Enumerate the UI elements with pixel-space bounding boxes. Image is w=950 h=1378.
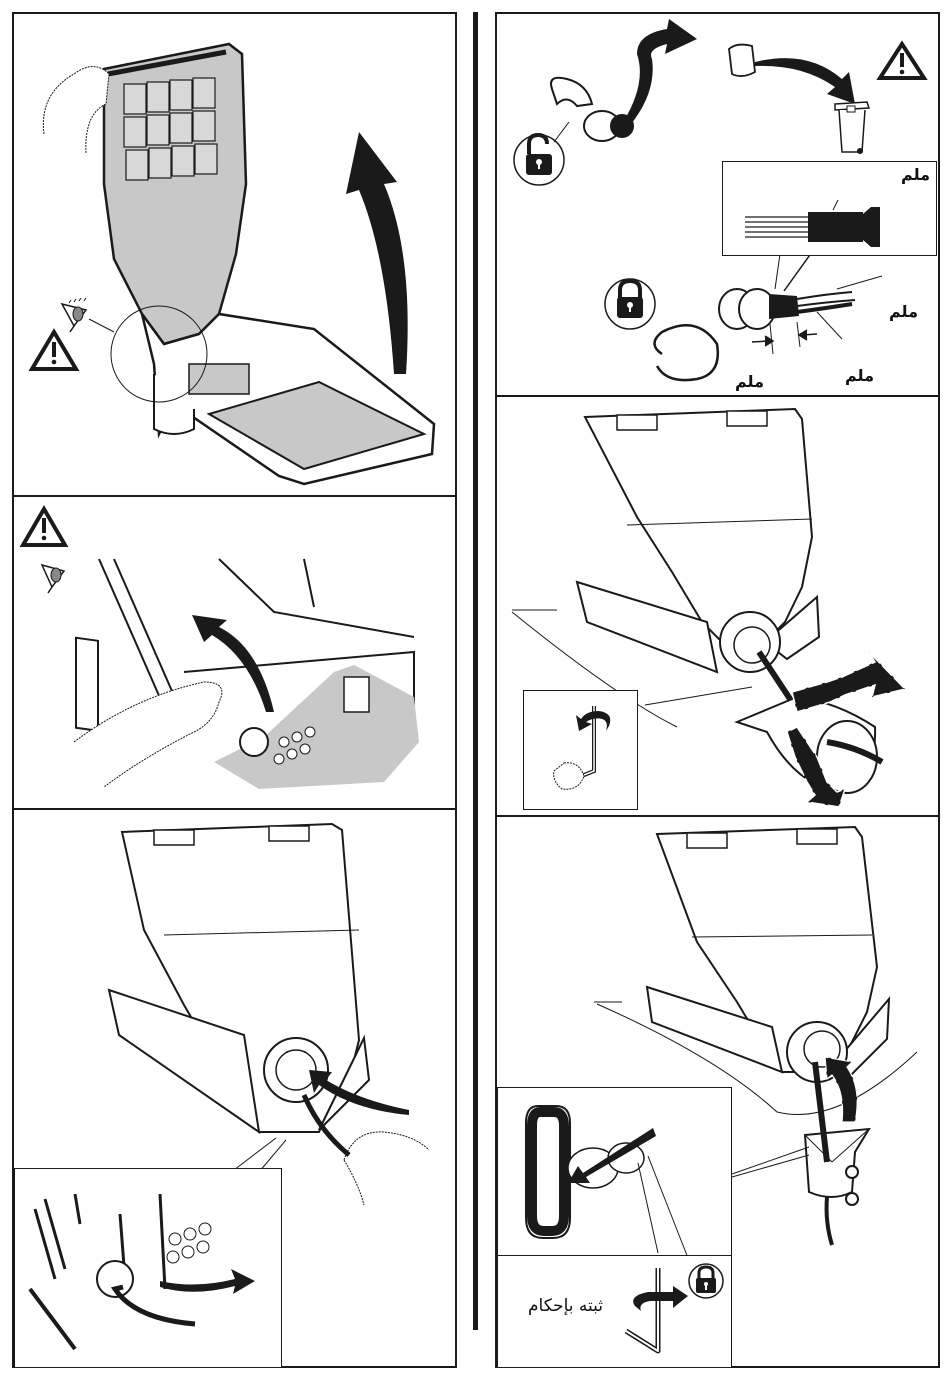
cable-gland (240, 728, 268, 756)
warning-icon (880, 44, 924, 78)
rotate-cw-arrow-icon (633, 1286, 688, 1311)
hex-key-loosen-detail (524, 691, 639, 811)
hex-key-icon (626, 1268, 658, 1351)
tighten-firmly-label: ثبته بإحكام (528, 1296, 603, 1316)
inset-hex-key-loosen (523, 690, 638, 810)
unlock-icon (514, 135, 564, 185)
dimension-label-sheath: ملم (889, 302, 918, 321)
inset-cable-routing (14, 1168, 282, 1368)
terminal-area (214, 665, 419, 789)
hand-icon (344, 1132, 429, 1205)
panel-fix-adapter: ثبته بإحكام (495, 815, 940, 1368)
panel-insert-cable (12, 808, 457, 1368)
wrench-icon (551, 78, 592, 106)
sealing-plug (729, 45, 755, 77)
curved-arrow-icon (755, 58, 855, 104)
column-separator (473, 12, 478, 1330)
arrow-out-icon (792, 652, 905, 712)
eye-inspect-icon (62, 298, 86, 332)
pole-adapter (805, 1129, 869, 1197)
wrench-icon (655, 325, 718, 380)
warning-icon (32, 332, 76, 369)
panel-prepare-cable: ملم ملم ملم ملم (495, 12, 940, 397)
trash-bin-icon (835, 102, 869, 154)
warning-icon (23, 509, 65, 545)
panel-remove-adapter (495, 395, 940, 817)
open-cover-illustration (14, 14, 459, 499)
inset-tighten: ثبته بإحكام (497, 1255, 732, 1368)
rotate-up-arrow-icon (346, 132, 408, 374)
dimension-label-inset: ملم (901, 165, 930, 184)
cable-sheath (769, 294, 799, 319)
set-screw-detail (498, 1088, 733, 1258)
panel-open-cover (12, 12, 457, 497)
led-module-grid (124, 78, 217, 180)
loosen-gland-illustration (14, 497, 459, 812)
cable-sheath (808, 212, 863, 242)
inset-stripped-cable: ملم (722, 161, 937, 256)
curved-arrow-icon (622, 19, 697, 129)
panel-loosen-gland (12, 495, 457, 810)
cable-routing-detail (15, 1169, 283, 1369)
lock-icon (689, 1264, 723, 1298)
dimension-label-gland: ملم (735, 372, 764, 391)
dimension-label-strip: ملم (845, 366, 874, 385)
arrow-icon (160, 1269, 255, 1294)
eye-inspect-icon (42, 565, 64, 593)
lock-icon (605, 279, 655, 329)
hand-icon (43, 67, 109, 155)
hand-icon (554, 763, 584, 789)
inset-set-screw (497, 1087, 732, 1257)
driver-box (189, 364, 249, 394)
